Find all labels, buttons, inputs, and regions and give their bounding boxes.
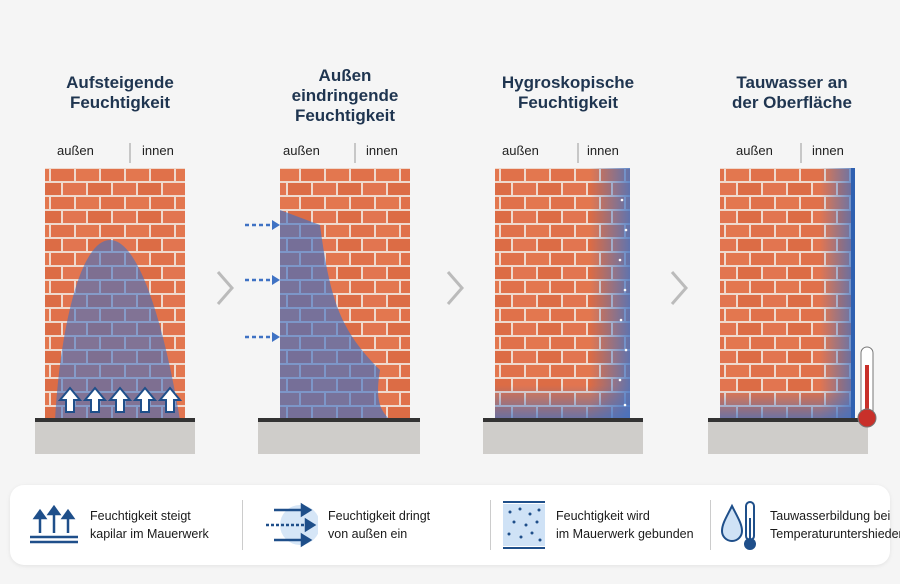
wall-rising-damp [35, 168, 195, 454]
inside-label: innen [142, 143, 174, 158]
chevron-right-icon [216, 271, 688, 305]
outside-label: außen [736, 143, 773, 158]
rising-arrows-icon [30, 505, 78, 544]
inside-label: innen [812, 143, 844, 158]
outside-label: außen [283, 143, 320, 158]
penetrating-arrows-icon [245, 220, 280, 342]
rising-arrows-icon [57, 386, 183, 413]
droplet-thermometer-icon [720, 501, 756, 550]
inside-label: innen [587, 143, 619, 158]
wall-hygroscopic [483, 168, 643, 454]
thermometer-icon [857, 346, 877, 428]
diagram-canvas [35, 143, 877, 454]
wall-penetrating-damp [245, 168, 420, 454]
wall-condensation [708, 168, 877, 454]
bound-moisture-icon [503, 501, 545, 549]
inside-label: innen [366, 143, 398, 158]
penetrating-arrows-icon [266, 502, 318, 548]
moisture-dots [618, 198, 628, 407]
outside-label: außen [57, 143, 94, 158]
outside-label: außen [502, 143, 539, 158]
